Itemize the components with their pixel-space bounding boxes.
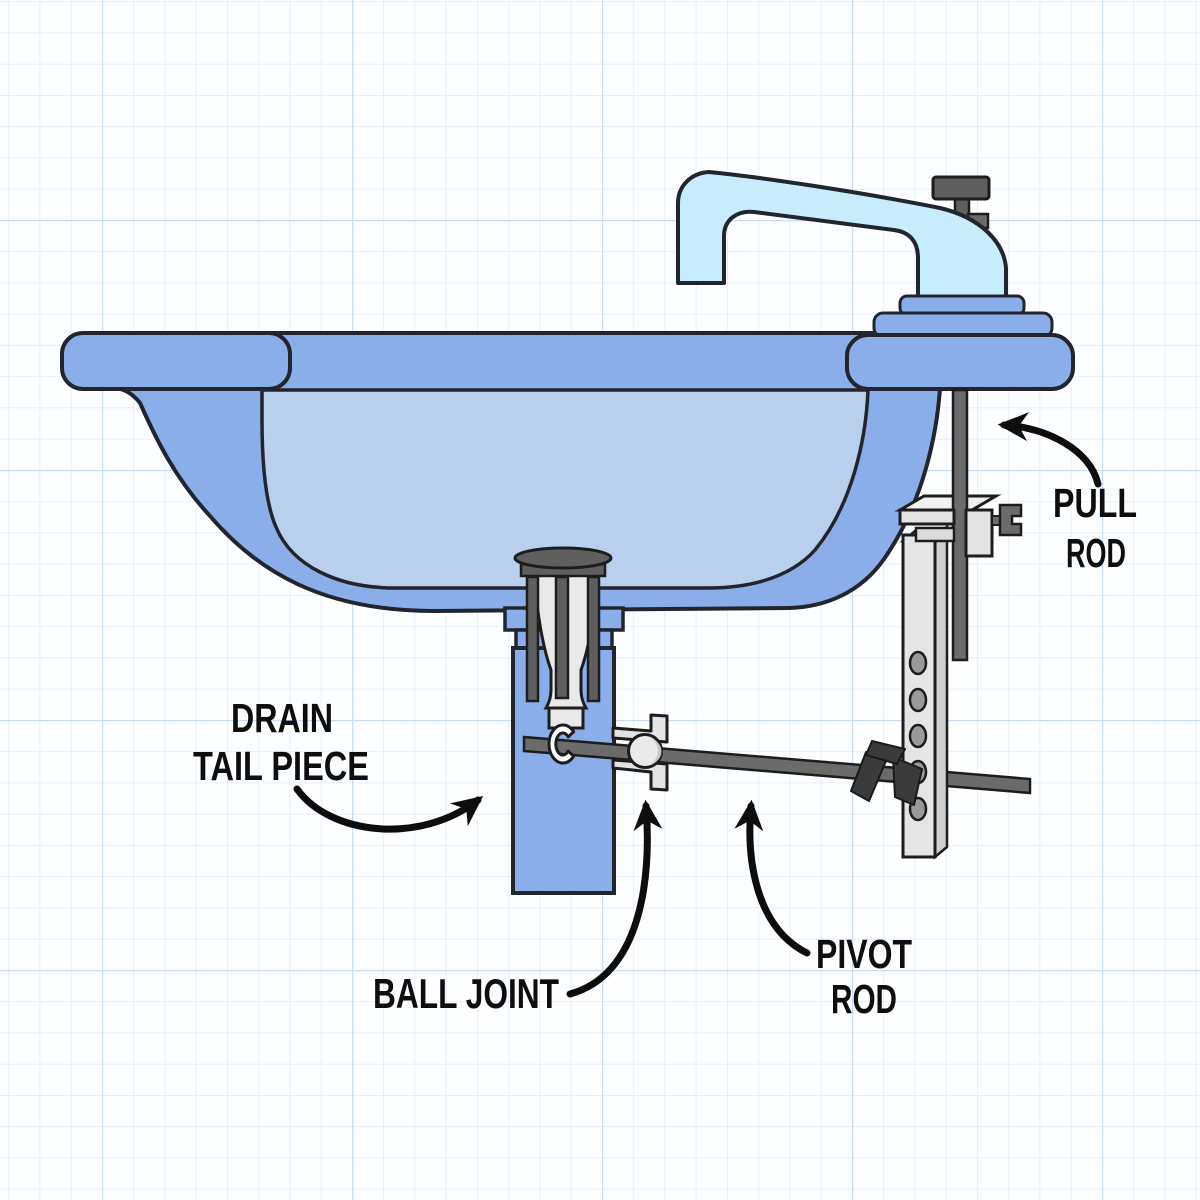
label-drain-tail-piece-line1: DRAIN (231, 695, 333, 741)
pop-up-stopper-cap (513, 546, 613, 570)
label-drain-tail-piece-line2: TAIL PIECE (193, 743, 369, 789)
ball-joint-ball (627, 733, 663, 769)
stopper-linkage-rods (525, 575, 601, 703)
sink-deck-left (60, 331, 292, 391)
clevis-strap-side-face (933, 524, 949, 860)
clevis-strap (899, 524, 951, 860)
label-pull-rod-line2: ROD (1066, 530, 1126, 576)
clevis-hook-ring (547, 723, 576, 765)
callout-arrows (293, 412, 1102, 998)
faucet-spout (676, 170, 1008, 299)
clamp-right-column (964, 508, 994, 558)
faucet-knob (931, 175, 991, 230)
sink-deck-right (845, 333, 1075, 391)
clamp-thumb-screw (998, 503, 1023, 537)
labels: PULL ROD DRAIN TAIL PIECE BALL JOINT PIV… (193, 480, 1137, 1022)
spring-clip (850, 740, 923, 806)
label-pivot-rod-line2: ROD (831, 976, 897, 1022)
label-pivot-rod-line1: PIVOT (816, 931, 912, 977)
extension-bracket-clamp (898, 503, 1023, 558)
pivot-rod-arrow (734, 799, 811, 957)
lift-rod-knob (931, 175, 991, 201)
label-pull-rod-line1: PULL (1053, 480, 1137, 526)
label-ball-joint: BALL JOINT (373, 970, 559, 1017)
faucet-base-plates (872, 294, 1054, 339)
clamp-top-arm (898, 508, 956, 526)
sink-interior (260, 388, 870, 590)
ball-joint-arrow (566, 799, 663, 998)
pull-rod-arrow (997, 412, 1102, 488)
clamp-lower-lip (914, 526, 956, 543)
drain-tail-piece-arrow (293, 785, 484, 833)
drain-stopper-assembly (513, 546, 613, 730)
